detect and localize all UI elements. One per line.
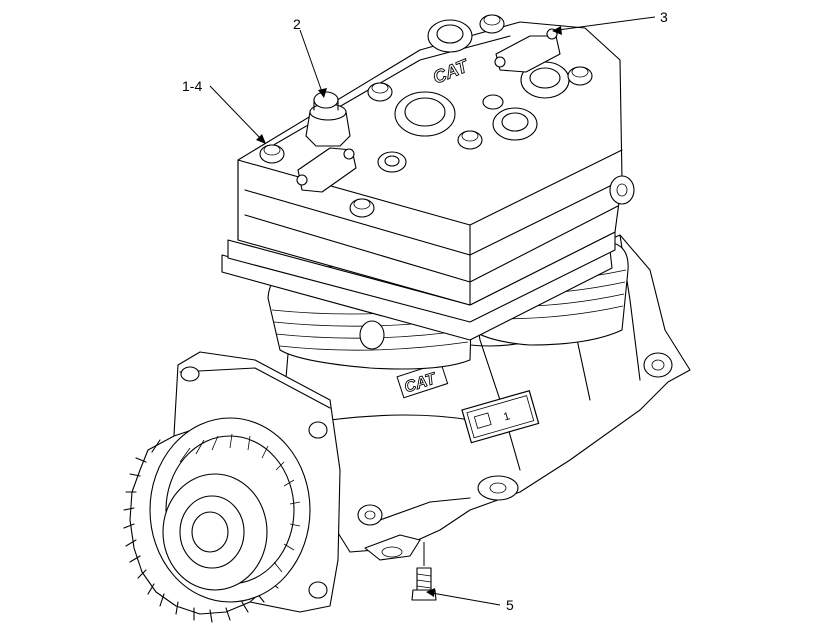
valve-cover-front [296,147,357,193]
callout-1-4: 1-4 [182,78,203,94]
head-bolt [457,130,483,150]
drain-bolt [411,542,437,601]
plug [305,91,351,147]
head-bolt [479,14,505,34]
head-bolt [259,144,285,164]
head-bolt [567,66,593,86]
name-plate: 1 [461,389,540,444]
valve-cover-rear [494,28,561,73]
callout-2: 2 [293,16,301,32]
head-bolt [367,82,393,102]
head-bolts [259,14,593,218]
leader-lines [209,16,656,606]
callout-5: 5 [506,597,514,613]
drive-gear [123,417,311,623]
head-bolt [349,198,375,218]
callout-3: 3 [660,9,668,25]
name-plate-text: 1 [502,410,511,423]
